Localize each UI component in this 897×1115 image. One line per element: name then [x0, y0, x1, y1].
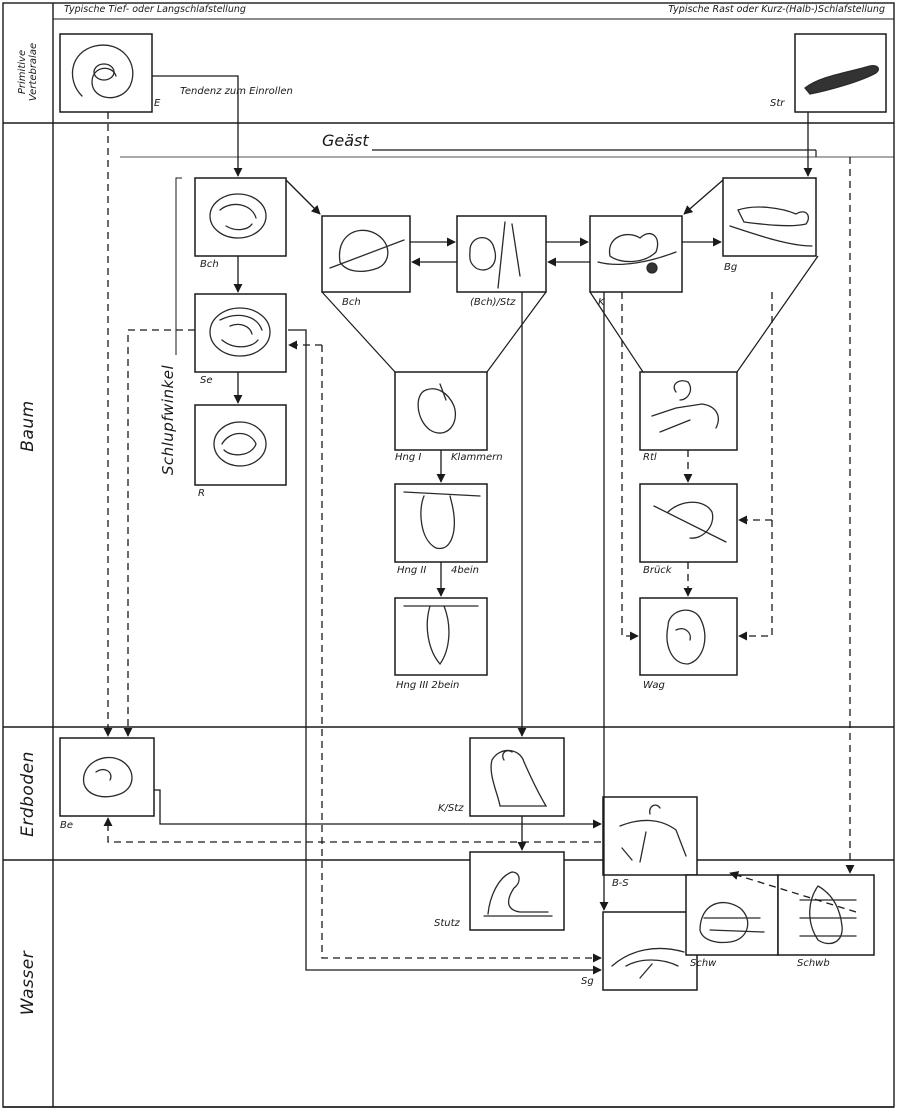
header-left: Typische Tief- oder Langschlafstellung [64, 4, 246, 15]
node-label-Be: Be [60, 820, 73, 831]
zone-primitive: Primitive Vertebralae [17, 43, 39, 101]
node-label-Hng2: Hng II [397, 565, 426, 576]
node-label-Schw: Schw [690, 958, 716, 969]
box-Bg [723, 178, 816, 256]
node-label-Sg: Sg [581, 976, 594, 987]
header-right: Typische Rast oder Kurz-(Halb-)Schlafste… [668, 4, 885, 15]
box-Se [195, 294, 286, 372]
node-label-Wag: Wag [643, 680, 665, 691]
node-label-Rtl: Rtl [643, 452, 657, 463]
box-Stutz [470, 852, 564, 930]
node-label-Bg: Bg [724, 262, 737, 273]
zone-primitive-line2: Vertebralae [28, 43, 39, 101]
node-label-Hng3: Hng III 2bein [396, 680, 459, 691]
node-label-KStz: K/Stz [438, 803, 463, 814]
annotation-schlupfwinkel: Schlupfwinkel [159, 365, 177, 475]
box-Be [60, 738, 154, 816]
node-label-BchStz: (Bch)/Stz [470, 297, 515, 308]
box-Sg [603, 912, 697, 990]
box-R [195, 405, 286, 485]
node-label-K: K [598, 297, 605, 308]
zone-erdboden: Erdboden [18, 751, 38, 837]
annotation-tendenz: Tendenz zum Einrollen [180, 86, 293, 97]
box-KStz [470, 738, 564, 816]
box-Bch1 [195, 178, 286, 256]
box-Schw [686, 875, 778, 955]
zone-wasser: Wasser [18, 951, 38, 1015]
box-Hng1 [395, 372, 487, 450]
posture-boxes [60, 34, 886, 990]
node-label-R: R [198, 488, 205, 499]
node-label-Bch2: Bch [342, 297, 361, 308]
node-label-Bch1: Bch [200, 259, 219, 270]
node-label-Stutz: Stutz [434, 918, 460, 929]
node-label-Bruck: Brück [643, 565, 672, 576]
zone-primitive-line1: Primitive [17, 50, 28, 94]
node-label-Hng1: Hng I [395, 452, 421, 463]
annotation-klammern: Klammern [451, 452, 503, 463]
node-label-BS: B-S [612, 878, 629, 889]
zone-baum: Baum [18, 400, 38, 451]
node-label-Str: Str [770, 98, 784, 109]
node-label-E: E [154, 98, 160, 109]
annotation-4bein: 4bein [451, 565, 479, 576]
box-K [590, 216, 682, 292]
node-label-Se: Se [200, 375, 213, 386]
node-label-Schwb: Schwb [797, 958, 830, 969]
annotation-geast: Geäst [322, 131, 369, 150]
